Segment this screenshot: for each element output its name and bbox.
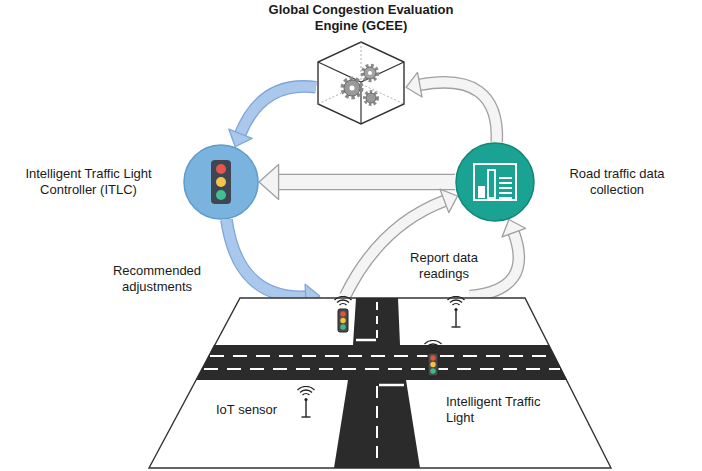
lane-marking [210,355,553,357]
arrow-head [406,72,422,97]
chart-line [499,197,512,199]
gear [344,80,360,96]
data-circle [455,142,535,222]
arrow-outline [278,174,455,191]
lane-marking [376,302,378,342]
node-label: Road traffic data collection [547,166,687,197]
flow-arrow [406,72,497,142]
gear [366,93,376,103]
road-intersection: IoT sensor Intelligent Traffic Light [148,296,612,470]
gear-hub [350,86,355,91]
cube-icon [316,40,406,126]
arrow-head [502,220,525,237]
arrow-outline [419,82,497,142]
cube-outline [318,42,404,124]
chart-line [499,187,512,189]
cube-back-edge [361,42,362,84]
arrow-body [419,82,497,142]
node-label: Intelligent Traffic Light [446,394,566,425]
green-lamp [216,190,226,200]
engine-cube: Global Congestion Evaluation Engine (GCE… [316,40,406,126]
chart-frame [474,164,516,200]
chart-bar [488,170,495,198]
edge-label: Recommended adjustments [88,263,226,294]
gear-teeth [363,66,377,80]
flow-arrow [259,165,455,200]
chart-bar [478,186,485,198]
arrow-outline [226,220,306,297]
circle-fill [184,145,258,219]
arrow-outline [240,86,316,134]
yellow-lamp [216,177,226,187]
stop-line [356,339,376,342]
horizontal-road [196,345,567,380]
chart-line [499,192,512,194]
node-label: IoT sensor [216,402,290,418]
edge-label: Report data readings [392,250,496,281]
node-label: Intelligent Traffic Light Controller (IT… [6,166,171,197]
cube-back-edge [318,84,404,104]
iot-sensor-icon [298,386,315,417]
arrow-head [259,165,279,200]
ground-plane [149,298,611,468]
gear [364,67,376,79]
iot-sensor-icon [448,296,465,327]
road-plane [148,296,612,470]
controller-circle [183,144,259,220]
arrow-head [440,189,457,212]
traffic-light-icon [211,160,231,204]
traffic-light-icon [335,296,352,332]
gear-teeth [365,92,377,104]
arrow-outline [345,201,445,296]
stop-line [379,384,404,387]
lane-marking [204,368,560,370]
arrow-head [229,129,252,147]
vertical-road [353,298,400,345]
arrow-body [226,220,306,297]
vertical-road [334,380,420,468]
node-title: Global Congestion Evaluation Engine (GCE… [266,2,456,33]
arrow-body [278,175,455,189]
flow-arrow [229,86,316,146]
chart-line [499,177,512,179]
chart-line [499,182,512,184]
traffic-light-icon [425,340,442,376]
circle-fill [456,143,534,221]
arrow-body [240,86,316,134]
controller-node: Intelligent Traffic Light Controller (IT… [183,144,259,220]
gear-teeth [343,79,361,97]
red-lamp [216,164,226,174]
arrow-body [345,201,445,296]
lane-marking [376,386,378,466]
flow-arrow [226,220,319,310]
data-collection-node: Road traffic data collection [455,142,535,222]
gear-hub [368,71,372,75]
